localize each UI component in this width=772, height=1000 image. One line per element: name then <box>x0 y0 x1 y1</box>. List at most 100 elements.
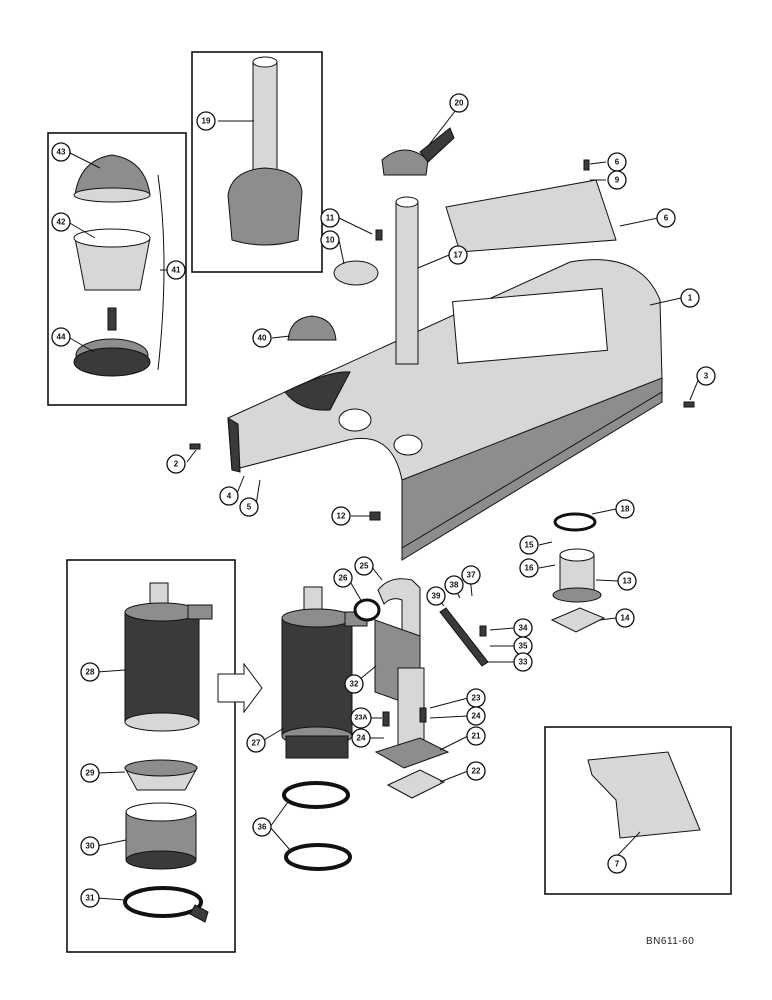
callout-17: 17 <box>448 245 468 265</box>
callout-label: 37 <box>467 571 476 580</box>
callout-29: 29 <box>80 763 100 783</box>
callout-label: 44 <box>57 333 66 342</box>
rain-cap-20 <box>381 127 455 176</box>
callout-23a: 23A <box>350 707 372 729</box>
callout-38: 38 <box>444 575 464 595</box>
callout-label: 38 <box>450 581 459 590</box>
callout-label: 5 <box>247 503 252 512</box>
callout-label: 10 <box>326 236 335 245</box>
callout-label: 23 <box>472 694 481 703</box>
inset-frame-cover-plate <box>544 726 732 895</box>
callout-label: 16 <box>525 564 534 573</box>
callout-label: 27 <box>252 739 261 748</box>
callout-7: 7 <box>607 854 627 874</box>
hardware <box>189 159 695 727</box>
callout-2: 2 <box>166 454 186 474</box>
callout-label: 25 <box>360 562 369 571</box>
callout-9: 9 <box>607 170 627 190</box>
callout-label: 24 <box>472 712 481 721</box>
callout-22: 22 <box>466 761 486 781</box>
callout-label: 23A <box>355 715 368 722</box>
callout-30: 30 <box>80 836 100 856</box>
cup-29 <box>124 759 198 791</box>
callout-31: 31 <box>80 888 100 908</box>
callout-26: 26 <box>333 568 353 588</box>
brace-33 <box>439 607 489 667</box>
callout-33: 33 <box>513 652 533 672</box>
callout-label: 6 <box>664 214 669 223</box>
callout-28: 28 <box>80 662 100 682</box>
callout-23: 23 <box>466 688 486 708</box>
air-cleaner-body-28 <box>124 582 213 732</box>
callout-label: 33 <box>519 658 528 667</box>
callout-32: 32 <box>344 674 364 694</box>
inset-arrow <box>217 662 263 714</box>
callout-3: 3 <box>696 366 716 386</box>
callout-label: 2 <box>174 460 179 469</box>
clamp-31 <box>123 886 209 923</box>
callout-10: 10 <box>320 230 340 250</box>
callout-24-left: 24 <box>351 728 371 748</box>
callout-39: 39 <box>426 586 446 606</box>
callout-label: 3 <box>704 372 709 381</box>
callout-label: 29 <box>86 769 95 778</box>
callout-label: 7 <box>615 860 620 869</box>
callout-label: 30 <box>86 842 95 851</box>
callout-label: 32 <box>350 680 359 689</box>
callout-24-right: 24 <box>466 706 486 726</box>
callout-40: 40 <box>252 328 272 348</box>
inset-frame-air-cleaner <box>66 559 236 953</box>
callout-35: 35 <box>513 636 533 656</box>
bracket-41 <box>157 174 165 371</box>
precleaner-bowl-42 <box>73 228 151 291</box>
callout-label: 14 <box>621 614 630 623</box>
cap-10 <box>333 260 379 286</box>
callout-43: 43 <box>51 142 71 162</box>
clamp-26 <box>353 598 381 622</box>
callout-label: 26 <box>339 574 348 583</box>
inset-frame-precleaner <box>47 132 187 406</box>
callout-label: 4 <box>227 492 232 501</box>
callout-label: 41 <box>172 266 181 275</box>
callout-label: 6 <box>615 158 620 167</box>
callout-37: 37 <box>461 565 481 585</box>
callout-27: 27 <box>246 733 266 753</box>
callout-label: 21 <box>472 732 481 741</box>
hood <box>227 259 663 561</box>
precleaner-base-44 <box>73 307 151 377</box>
callout-20: 20 <box>449 93 469 113</box>
inset-frame-stack <box>191 51 323 273</box>
callout-13: 13 <box>617 571 637 591</box>
callout-5: 5 <box>239 497 259 517</box>
callout-15: 15 <box>519 535 539 555</box>
callout-label: 40 <box>258 334 267 343</box>
document-code: BN611-60 <box>646 936 695 947</box>
callout-label: 1 <box>688 294 693 303</box>
breather-cap-40 <box>287 315 337 341</box>
callout-label: 43 <box>57 148 66 157</box>
gasket-22 <box>386 769 446 799</box>
callout-label: 22 <box>472 767 481 776</box>
callout-label: 20 <box>455 99 464 108</box>
callout-14: 14 <box>615 608 635 628</box>
cover-plate-6 <box>445 179 617 253</box>
callout-label: 13 <box>623 577 632 586</box>
exhaust-pipe <box>395 196 419 365</box>
callout-label: 9 <box>615 176 620 185</box>
callout-41: 41 <box>166 260 186 280</box>
callout-label: 11 <box>326 214 335 223</box>
callout-label: 19 <box>202 117 211 126</box>
callout-1: 1 <box>680 288 700 308</box>
clamps-36 <box>282 781 352 871</box>
callout-36: 36 <box>252 817 272 837</box>
callout-label: 28 <box>86 668 95 677</box>
precleaner-dome-43 <box>73 154 151 203</box>
callout-label: 12 <box>337 512 346 521</box>
callout-label: 42 <box>57 218 66 227</box>
callout-11: 11 <box>320 208 340 228</box>
callout-34: 34 <box>513 618 533 638</box>
gasket-14 <box>550 607 606 633</box>
callout-18: 18 <box>615 499 635 519</box>
callout-label: 15 <box>525 541 534 550</box>
